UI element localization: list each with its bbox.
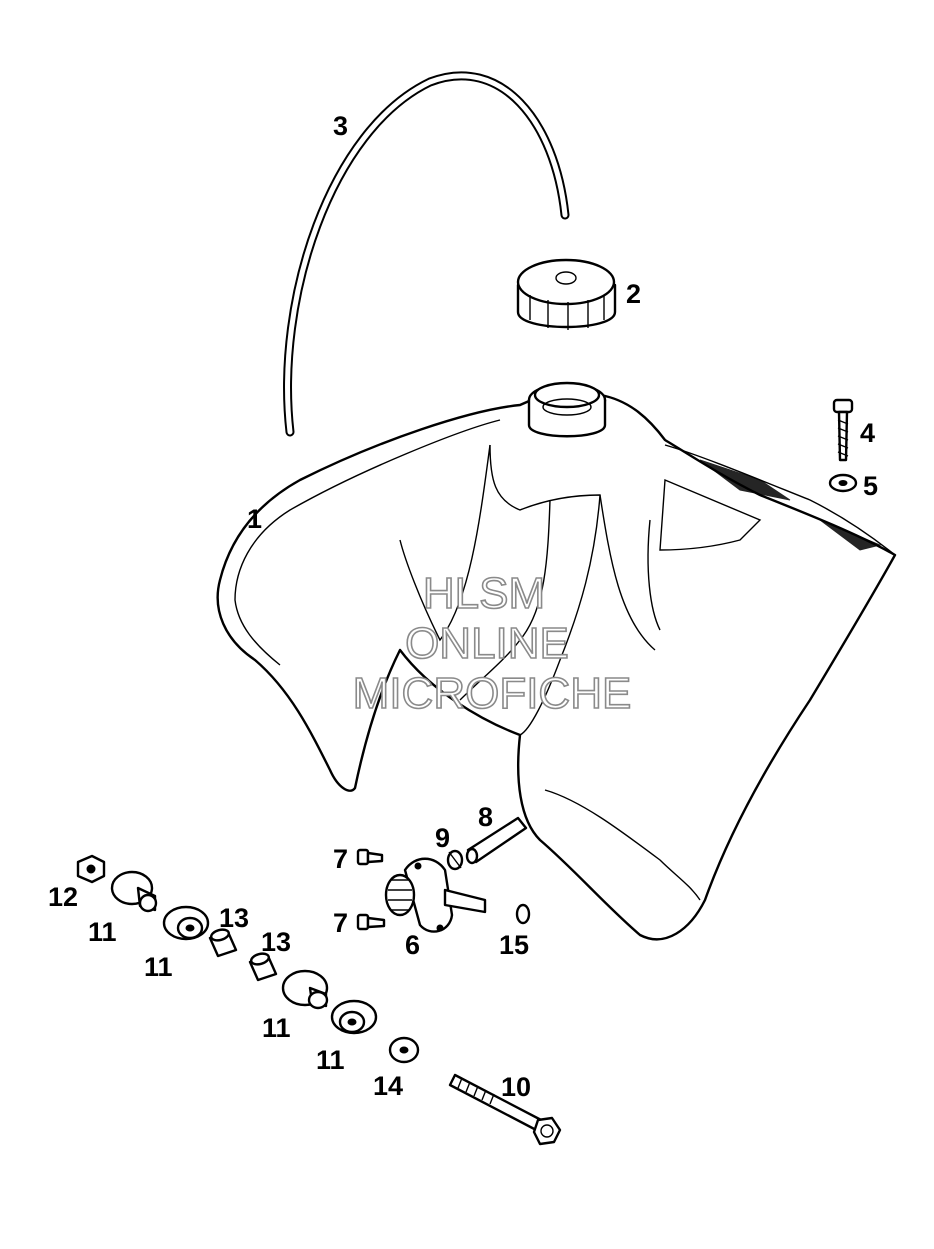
washer-5 (828, 473, 858, 493)
spacer-13-b (248, 952, 278, 982)
callout-3: 3 (333, 111, 348, 141)
watermark-line-2: ONLINE (405, 619, 569, 668)
washer-14 (388, 1036, 420, 1064)
callout-4: 4 (860, 418, 875, 448)
watermark-line-1: HLSM (423, 569, 545, 618)
callout-labels: 1 2 3 4 5 6 7 7 8 9 10 11 11 11 11 12 13… (48, 111, 878, 1102)
callout-13-a: 13 (219, 903, 249, 933)
callout-11-b: 11 (144, 952, 173, 982)
callout-8: 8 (478, 802, 493, 832)
callout-9: 9 (435, 823, 450, 853)
bushing-11-d (330, 999, 378, 1035)
callout-2: 2 (626, 279, 641, 309)
breather-hose (283, 71, 570, 437)
nut-12 (76, 854, 106, 884)
callout-5: 5 (863, 471, 878, 501)
callout-7-lower: 7 (333, 908, 348, 938)
callout-7-upper: 7 (333, 844, 348, 874)
callout-10: 10 (501, 1072, 531, 1102)
callout-1: 1 (247, 504, 262, 534)
callout-12: 12 (48, 882, 78, 912)
callout-11-d: 11 (316, 1045, 345, 1075)
fuel-hose (465, 816, 528, 865)
filler-cap (516, 258, 617, 330)
hose-clamp (446, 849, 464, 871)
watermark: HLSM ONLINE MICROFICHE (352, 568, 632, 719)
screw-7-lower (356, 913, 386, 931)
callout-14: 14 (373, 1071, 403, 1101)
callout-15: 15 (499, 930, 529, 960)
screw-4 (832, 398, 854, 462)
spacer-13-a (208, 928, 238, 958)
screw-7-upper (356, 848, 384, 866)
watermark-line-3: MICROFICHE (353, 669, 632, 718)
bushing-11-c (281, 969, 329, 1010)
callout-6: 6 (405, 930, 420, 960)
bushing-11-a (110, 870, 158, 913)
bushing-11-b (162, 905, 210, 941)
fuel-tap (384, 857, 487, 933)
bolt-10 (448, 1073, 562, 1146)
callout-11-c: 11 (262, 1013, 291, 1043)
fuel-tank (216, 381, 897, 941)
o-ring (515, 903, 531, 925)
callout-11-a: 11 (88, 917, 117, 947)
callout-13-b: 13 (261, 927, 291, 957)
